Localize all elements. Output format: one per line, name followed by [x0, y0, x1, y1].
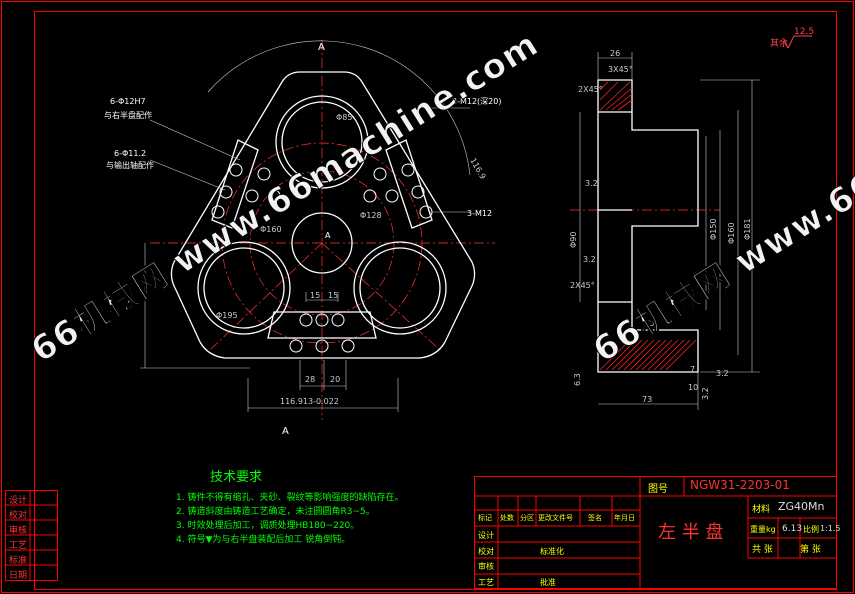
- row-header-4: 签名: [588, 514, 602, 522]
- left-strip-3: 工艺: [9, 541, 28, 551]
- material-label: 材料: [752, 505, 771, 515]
- side-dim-ra3: 3.2: [716, 369, 729, 378]
- dim-95: 95: [125, 300, 134, 310]
- left-strip-1: 校对: [9, 511, 28, 521]
- side-dim-3x45: 3X45°: [608, 65, 633, 74]
- tech-item-1: 1. 铸件不得有缩孔、夹砂、裂纹等影响强度的缺陷存在。: [176, 493, 404, 503]
- side-dim-ra1: 3.2: [585, 179, 598, 188]
- dim-20: 20: [330, 375, 340, 384]
- title-block: [474, 476, 837, 589]
- tech-item-4: 4. 符号▼为与右半盘装配后加工 锐角倒钝。: [176, 535, 351, 545]
- row-header-1: 处数: [500, 514, 514, 522]
- dim-phi160: Φ160: [260, 225, 282, 234]
- tech-requirements-title: 技术要求: [210, 470, 263, 485]
- left-strip-0: 设计: [9, 496, 28, 506]
- callout-m12-deep: 3-M12(深20): [452, 97, 501, 106]
- side-dim-phi160: Φ160: [727, 222, 736, 244]
- left-sign-strip: [5, 490, 58, 581]
- section-mark-top: A: [318, 42, 325, 53]
- side-dim-phi181: Φ181: [743, 218, 752, 240]
- sign-row-3: 工艺: [478, 578, 494, 587]
- side-dim-26: 26: [610, 49, 620, 58]
- side-dimensions: [579, 52, 760, 410]
- center-label: A: [325, 231, 331, 240]
- side-hatching: [599, 81, 697, 371]
- sheet-label: 第 张: [800, 545, 821, 555]
- left-strip-4: 标准: [9, 556, 28, 566]
- weight-label: 重量kg: [750, 525, 776, 534]
- left-strip-5: 日期: [9, 571, 28, 581]
- tech-item-2: 2. 铸造斜度由铸造工艺确定，未注圆圆角R3~5。: [176, 507, 375, 517]
- side-dim-7: 7: [690, 365, 695, 374]
- scale: 1:1.5: [820, 524, 841, 533]
- front-dimensions: [140, 40, 471, 412]
- dim-28: 28: [305, 375, 315, 384]
- side-dim-73: 73: [642, 395, 652, 404]
- side-dim-10: 10: [688, 383, 698, 392]
- dim-116: 116.9: [468, 157, 487, 181]
- sign-row-5: 批准: [540, 578, 556, 587]
- side-dim-2x45-bot: 2X45°: [570, 281, 595, 290]
- material: ZG40Mn: [778, 500, 825, 513]
- sign-row-1: 校对: [478, 547, 494, 556]
- side-view: [597, 79, 699, 373]
- side-dim-ra2: 3.2: [583, 255, 596, 264]
- row-header-0: 标记: [478, 514, 492, 522]
- callout-m12: 3-M12: [467, 209, 492, 218]
- section-mark-bottom: A: [282, 426, 289, 437]
- side-dim-2x45-top: 2X45°: [578, 85, 603, 94]
- front-view: [170, 71, 476, 359]
- sign-row-2: 审核: [478, 562, 494, 571]
- part-name: 左 半 盘: [658, 522, 724, 543]
- dim-116-tol: 116.913-0.022: [280, 397, 339, 406]
- drawing-no-label: 图号: [648, 484, 668, 495]
- roughness-note: 其余: [770, 37, 788, 49]
- row-header-5: 年月日: [614, 514, 635, 522]
- dim-phi195: Φ195: [216, 311, 238, 320]
- center-lines: [150, 40, 720, 420]
- side-dim-6-3: 6.3: [573, 373, 582, 386]
- weight: 6.13: [782, 524, 803, 534]
- side-dim-phi150: Φ150: [709, 218, 718, 240]
- roughness-symbol: [783, 35, 812, 49]
- tech-item-3: 3. 时效处理后加工，调质处理HB180~220。: [176, 521, 360, 531]
- dim-phi128: Φ128: [360, 211, 382, 220]
- bolt-holes: [211, 163, 433, 353]
- callout-holes-1-note: 与右半盘配作: [104, 110, 152, 120]
- side-dim-ra4: 3.2: [701, 387, 710, 400]
- scale-label: 比例: [803, 525, 819, 534]
- dim-15a: 15: [310, 291, 320, 300]
- drawing-no: NGW31-2203-01: [690, 478, 790, 492]
- dim-15b: 15: [328, 291, 338, 300]
- roughness-value: 12.5: [794, 27, 814, 37]
- row-header-3: 更改文件号: [538, 514, 573, 522]
- row-header-2: 分区: [520, 514, 534, 522]
- dim-phi85: Φ85: [336, 113, 352, 122]
- sign-row-0: 设计: [478, 531, 494, 540]
- left-strip-2: 审核: [9, 526, 28, 536]
- callout-holes-2: 6-Φ11.2: [114, 149, 146, 158]
- callout-holes-2-note: 与输出轴配作: [106, 160, 154, 170]
- sign-row-4: 标准化: [540, 547, 564, 556]
- tech-requirements: 技术要求 1. 铸件不得有缩孔、夹砂、裂纹等影响强度的缺陷存在。 2. 铸造斜度…: [176, 466, 403, 549]
- sheet-total-label: 共 张: [752, 545, 773, 555]
- side-dim-r5: R5: [644, 319, 655, 328]
- callout-holes-1: 6-Φ12H7: [110, 97, 146, 106]
- side-dim-phi90: Φ90: [569, 232, 578, 248]
